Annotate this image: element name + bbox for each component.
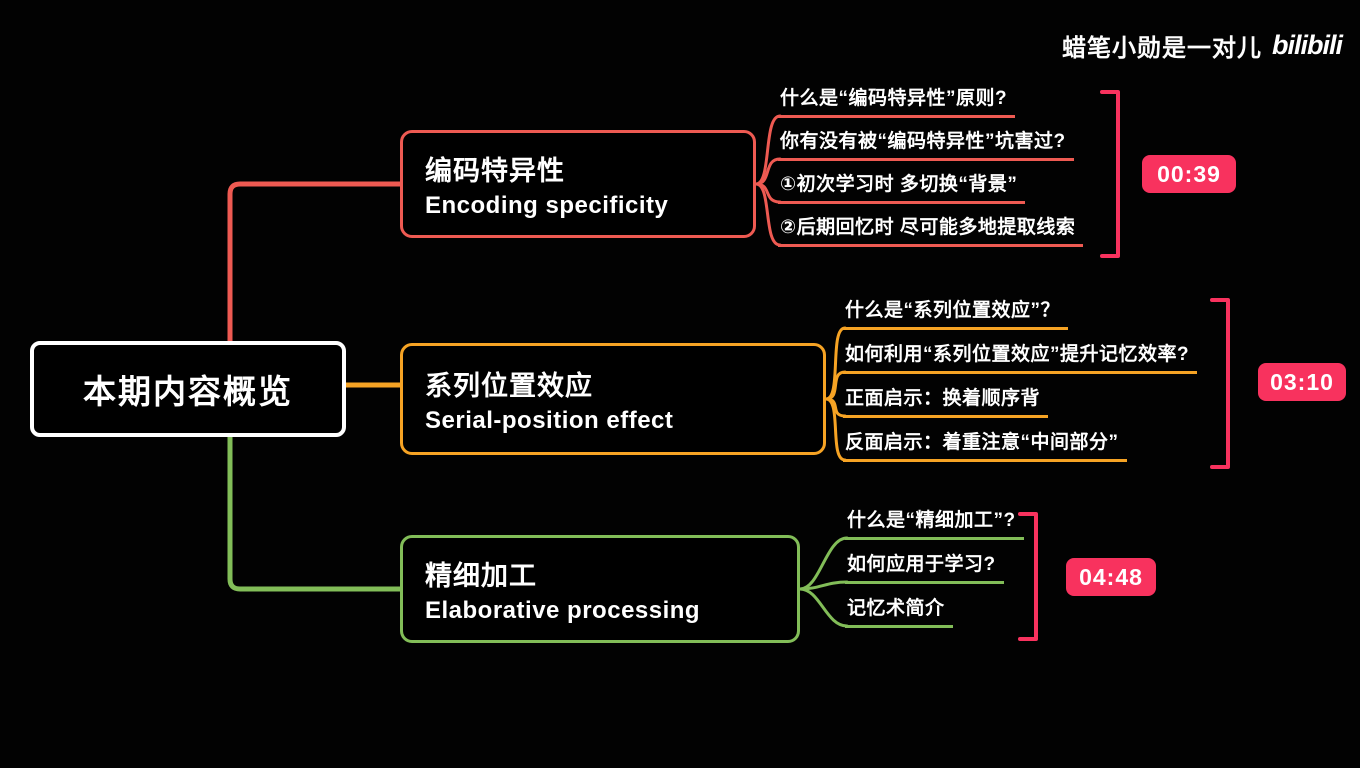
connector-encoding-leaf-2 <box>754 157 782 186</box>
branch-box-encoding-specificity: 编码特异性 Encoding specificity <box>400 130 756 238</box>
bracket-elaborative <box>1018 512 1038 641</box>
leaf-item: 什么是“系列位置效应”？ <box>843 300 1069 330</box>
timestamp-badge: 04:48 <box>1066 558 1156 596</box>
leaf-item: 如何利用“系列位置效应”提升记忆效率? <box>843 344 1198 374</box>
leaf-item: 你有没有被“编码特异性”坑害过? <box>778 131 1074 161</box>
connector-encoding-leaf-4 <box>754 182 782 247</box>
bracket-serial-position <box>1210 298 1230 469</box>
branch-title-en: Serial-position effect <box>425 406 674 434</box>
bilibili-logo: bilibili <box>1272 30 1343 60</box>
root-node-label: 本期内容概览 <box>83 373 293 410</box>
branch-title-en: Elaborative processing <box>425 596 701 624</box>
branch-title-cn: 系列位置效应 <box>425 370 593 401</box>
root-node: 本期内容概览 <box>30 341 346 437</box>
branch-box-serial-position: 系列位置效应 Serial-position effect <box>400 343 826 455</box>
branch-title-en: Encoding specificity <box>425 191 669 219</box>
watermark-text: 蜡笔小勋是一对儿 <box>1062 35 1262 62</box>
connector-serial-leaf-4 <box>824 397 847 462</box>
timestamp-badge: 00:39 <box>1142 155 1236 193</box>
leaf-item: 反面启示：着重注意“中间部分” <box>843 432 1127 462</box>
leaf-item: 记忆术简介 <box>845 598 953 628</box>
leaf-item: ②后期回忆时 尽可能多地提取线索 <box>778 217 1084 247</box>
bracket-encoding <box>1100 90 1120 258</box>
branch-title-cn: 精细加工 <box>425 560 537 591</box>
timestamp-badge: 03:10 <box>1258 363 1346 401</box>
leaf-item: 什么是“编码特异性”原则? <box>778 88 1016 118</box>
leaf-item: 正面启示：换着顺序背 <box>843 388 1049 418</box>
connector-elaborative-leaf-3 <box>798 587 849 628</box>
branch-title-cn: 编码特异性 <box>425 155 565 186</box>
leaf-item: ①初次学习时 多切换“背景” <box>778 174 1026 204</box>
watermark: 蜡笔小勋是一对儿 bilibili <box>1062 28 1343 63</box>
edge-elaborative <box>227 425 403 592</box>
leaf-item: 什么是“精细加工”? <box>845 510 1024 540</box>
branch-box-elaborative-processing: 精细加工 Elaborative processing <box>400 535 800 643</box>
edge-encoding <box>227 181 403 345</box>
leaf-item: 如何应用于学习? <box>845 554 1004 584</box>
